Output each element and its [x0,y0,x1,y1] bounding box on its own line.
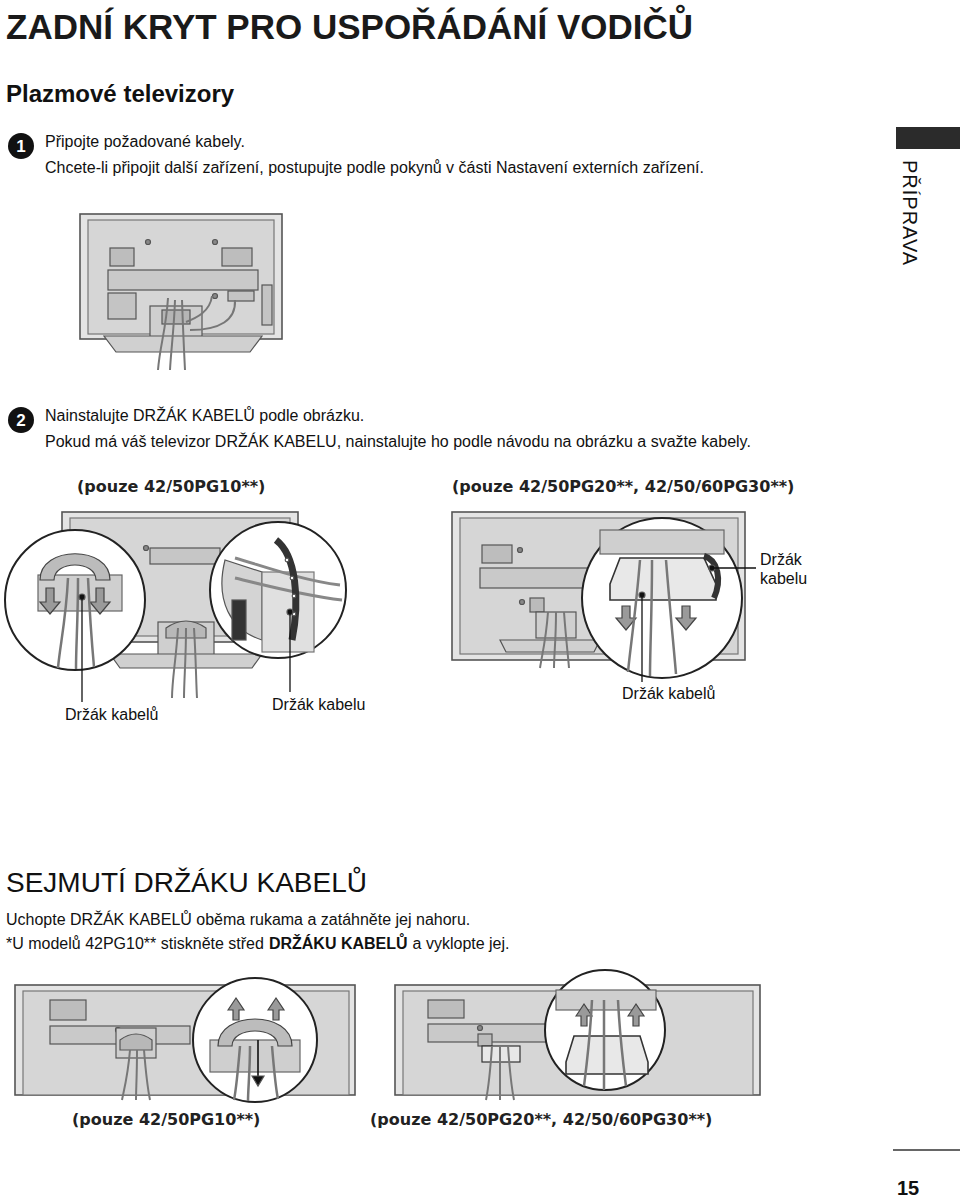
page-title: ZADNÍ KRYT PRO USPOŘÁDÁNÍ VODIČŮ [6,6,693,48]
part-label: Držák kabelů [620,684,717,703]
part-label: Držák kabelu [760,550,830,588]
page-number: 15 [897,1176,919,1199]
instruction-text: *U modelů 42PG10** stiskněte střed [6,934,264,953]
section-heading: SEJMUTÍ DRŽÁKU KABELŮ [6,866,367,900]
instruction-text: Nainstalujte DRŽÁK KABELŮ podle obrázku. [45,406,364,425]
step-number: 1 [8,133,34,159]
step-number: 2 [8,407,34,433]
instruction-text: Připojte požadované kabely. [45,132,245,151]
instruction-text: Chcete-li připojit další zařízení, postu… [45,158,704,177]
step-digit: 2 [16,412,25,429]
section-heading: Plazmové televizory [6,80,234,109]
model-caption: (pouze 42/50PG20**, 42/50/60PG30**) [452,477,794,496]
instruction-text: Pokud má váš televizor DRŽÁK KABELU, nai… [45,432,751,451]
instruction-text-bold: DRŽÁKU KABELŮ [269,934,408,953]
instruction-text: Uchopte DRŽÁK KABELŮ oběma rukama a zatá… [6,910,470,929]
model-caption: (pouze 42/50PG20**, 42/50/60PG30**) [370,1110,712,1129]
model-caption: (pouze 42/50PG10**) [77,477,265,496]
part-label: Držák kabelů [63,705,160,724]
model-caption: (pouze 42/50PG10**) [72,1110,260,1129]
part-label: Držák kabelu [270,695,367,714]
side-tab-label: PŘÍPRAVA [898,160,922,266]
instruction-text: a vyklopte jej. [413,934,510,953]
step-digit: 1 [16,138,25,155]
